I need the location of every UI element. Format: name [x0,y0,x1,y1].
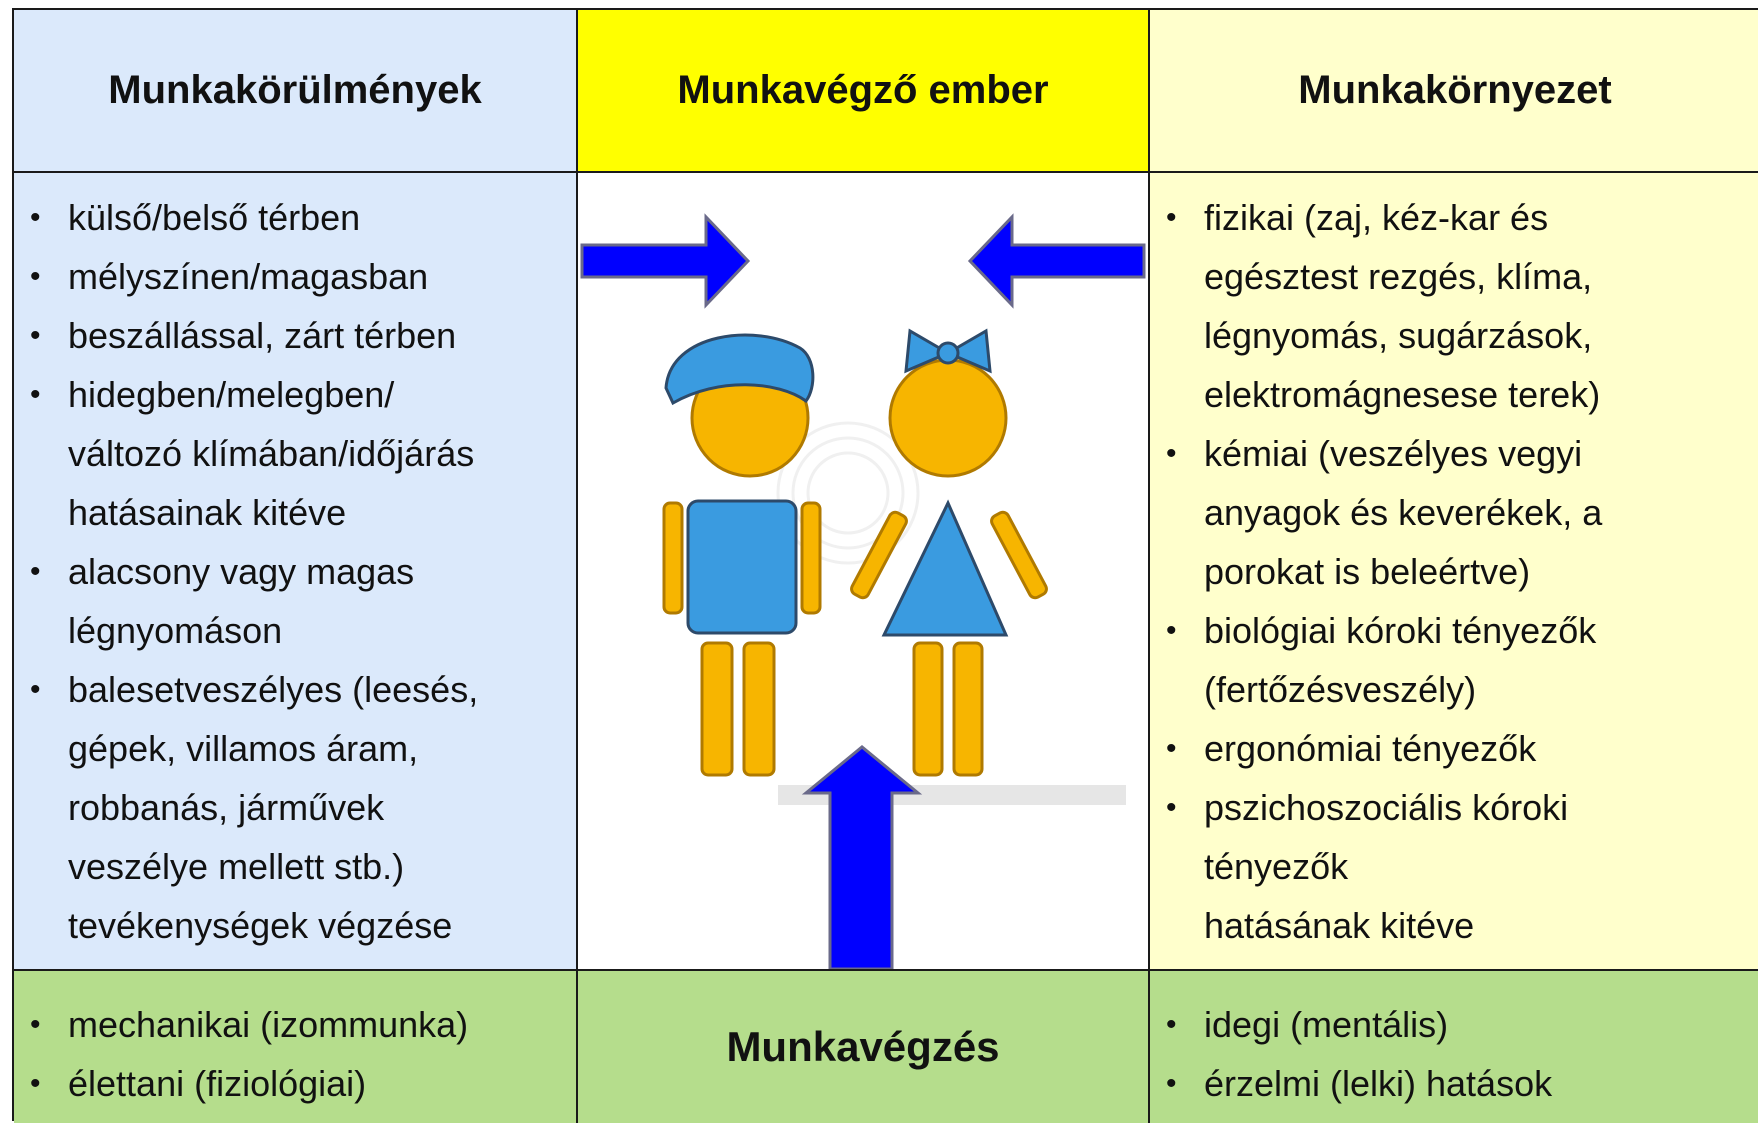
list-item: hidegben/melegben/változó klímában/időjá… [14,365,574,542]
environment-list: fizikai (zaj, kéz-kar és egésztest rezgés… [1150,188,1756,955]
list-item: mechanikai (izommunka) [14,995,574,1054]
boy-figure-icon [662,333,822,777]
list-item: ergonómiai tényezők [1150,719,1756,778]
conditions-list: külső/belső térben mélyszínen/magasban bes… [14,188,574,955]
list-item: balesetveszélyes (leesés, gépek, villamos… [14,660,574,955]
list-item: biológiai kóroki tényezők (fertőzésveszél… [1150,601,1756,719]
list-tail-line: hatásának kitéve [1204,905,1475,946]
work-effects-left: mechanikai (izommunka) élettani (fiziológ… [14,971,578,1123]
list-item-line: veszélye mellett stb.) [68,846,405,887]
list-item-line: biológiai kóroki tényezők [1204,610,1597,651]
list-item-line: fizikai (zaj, kéz-kar és [1204,197,1549,238]
list-item-line: tevékenységek végzése [68,905,453,946]
list-item: élettani (fiziológiai) [14,1054,574,1113]
list-item: mélyszínen/magasban [14,247,574,306]
list-item-line: beszállással, zárt térben [68,315,457,356]
list-item-line: élettani (fiziológiai) [68,1063,367,1104]
list-item-line: robbanás, járművek [68,787,385,828]
list-item: idegi (mentális) [1150,995,1756,1054]
conditions-panel: külső/belső térben mélyszínen/magasban bes… [14,173,578,971]
work-performance-label: Munkavégzés [726,1023,1000,1070]
header-working-environment: Munkakörnyezet [1150,10,1758,173]
list-item-line: mechanikai (izommunka) [68,1004,469,1045]
header-working-person: Munkavégző ember [578,10,1150,173]
list-item: érzelmi (lelki) hatások [1150,1054,1756,1113]
list-item-line: légnyomás, sugárzások, [1204,315,1593,356]
list-item: alacsony vagy magas légnyomáson [14,542,574,660]
list-item: pszichoszociális kóroki tényezők [1150,778,1756,896]
arrow-right-icon [580,213,751,309]
list-item-line: kémiai (veszélyes vegyi [1204,433,1583,474]
arrow-left-icon [967,213,1146,309]
figure-panel [578,173,1150,971]
physical-effects-list: mechanikai (izommunka) élettani (fiziológ… [14,995,574,1113]
list-item-line: változó klímában/időjárás [68,433,475,474]
work-performance-cell: Munkavégzés [578,971,1150,1123]
girl-figure-icon [850,328,1048,777]
list-item-line: alacsony vagy magas [68,551,415,592]
list-item-line: anyagok és keverékek, a [1204,492,1603,533]
header-left-label: Munkakörülmények [108,68,482,112]
list-item: fizikai (zaj, kéz-kar és egésztest rezgés… [1150,188,1756,424]
list-item-line: érzelmi (lelki) hatások [1204,1063,1553,1104]
figure-illustration [580,213,1146,969]
list-item-line: porokat is beleértve) [1204,551,1531,592]
list-item-line: idegi (mentális) [1204,1004,1449,1045]
diagram-grid: Munkakörülmények Munkavégző ember Munkak… [12,8,1758,1123]
list-item-line: elektromágnesese terek) [1204,374,1601,415]
mental-effects-list: idegi (mentális) érzelmi (lelki) hatások [1150,995,1756,1113]
list-item-line: hatásainak kitéve [68,492,347,533]
list-item-line: légnyomáson [68,610,283,651]
list-item-line: tényezők [1204,846,1349,887]
arrow-up-icon [801,745,923,969]
header-right-label: Munkakörnyezet [1298,68,1612,112]
list-item-line: (fertőzésveszély) [1204,669,1477,710]
list-item: kémiai (veszélyes vegyi anyagok és keveré… [1150,424,1756,601]
environment-panel: fizikai (zaj, kéz-kar és egésztest rezgés… [1150,173,1758,971]
list-item-line: egésztest rezgés, klíma, [1204,256,1593,297]
work-effects-right: idegi (mentális) érzelmi (lelki) hatások [1150,971,1758,1123]
list-item-line: mélyszínen/magasban [68,256,429,297]
header-center-label: Munkavégző ember [677,68,1049,112]
list-item: külső/belső térben [14,188,574,247]
list-item-line: külső/belső térben [68,197,361,238]
header-working-conditions: Munkakörülmények [14,10,578,173]
list-item-line: gépek, villamos áram, [68,728,419,769]
list-item: beszállással, zárt térben [14,306,574,365]
background-swirl [776,421,920,565]
list-item-line: hidegben/melegben/ [68,374,395,415]
list-item-line: balesetveszélyes (leesés, [68,669,479,710]
list-item-line: ergonómiai tényezők [1204,728,1537,769]
list-item-line: pszichoszociális kóroki [1204,787,1569,828]
